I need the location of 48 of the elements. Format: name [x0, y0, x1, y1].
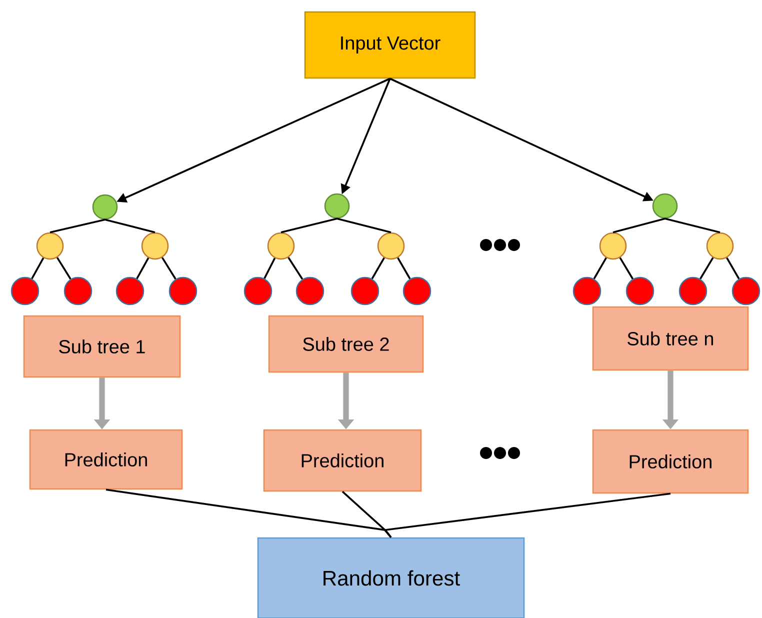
- subtree-box: Sub tree 1: [23, 315, 181, 378]
- root-node-circle: [324, 193, 350, 219]
- leaf-node-circle: [116, 276, 144, 306]
- connector-line: [161, 257, 176, 280]
- leaf-node-circle: [732, 276, 760, 306]
- branch-node-circle: [141, 232, 169, 260]
- leaf-node-circle: [678, 276, 708, 306]
- branch-node-circle: [36, 232, 64, 260]
- leaf-node-circle: [168, 276, 198, 306]
- connector-line: [593, 257, 607, 280]
- connector-line: [264, 258, 276, 279]
- leaf-node-circle: [402, 276, 432, 306]
- connector-line: [136, 257, 150, 280]
- connector-line: [384, 492, 671, 538]
- connector-line: [397, 257, 411, 280]
- connector-line: [664, 218, 720, 234]
- input-box: Input Vector: [304, 11, 476, 79]
- subtree-box: Sub tree n: [592, 306, 749, 371]
- connector-line: [31, 257, 44, 280]
- leaf-node-circle: [350, 276, 380, 306]
- connector-line: [619, 257, 634, 280]
- connector-line: [280, 218, 338, 234]
- leaf-node-circle: [64, 276, 92, 306]
- connector-line: [726, 257, 740, 280]
- root-node-circle: [652, 193, 678, 219]
- connector-line: [288, 256, 304, 280]
- connector-line: [371, 257, 385, 280]
- branch-node-circle: [267, 232, 295, 260]
- connector-line: [104, 218, 156, 234]
- branch-node-circle: [377, 232, 405, 260]
- leaf-node-circle: [10, 276, 40, 306]
- prediction-box: Prediction: [263, 429, 422, 492]
- leaf-node-circle: [244, 276, 272, 306]
- connector-line: [612, 218, 666, 234]
- result-box: Random forest: [257, 537, 525, 618]
- prediction-box: Prediction: [592, 429, 749, 494]
- branch-node-circle: [599, 232, 627, 260]
- leaf-node-circle: [626, 276, 654, 306]
- connector-line: [336, 218, 392, 234]
- connector-line: [56, 257, 72, 280]
- leaf-node-circle: [296, 276, 324, 306]
- prediction-box: Prediction: [29, 429, 183, 490]
- connector-line: [699, 257, 714, 280]
- subtree-box: Sub tree 2: [268, 315, 424, 373]
- root-node-circle: [92, 194, 118, 220]
- leaf-node-circle: [572, 276, 602, 306]
- branch-node-circle: [706, 232, 734, 260]
- connector-line: [50, 218, 106, 234]
